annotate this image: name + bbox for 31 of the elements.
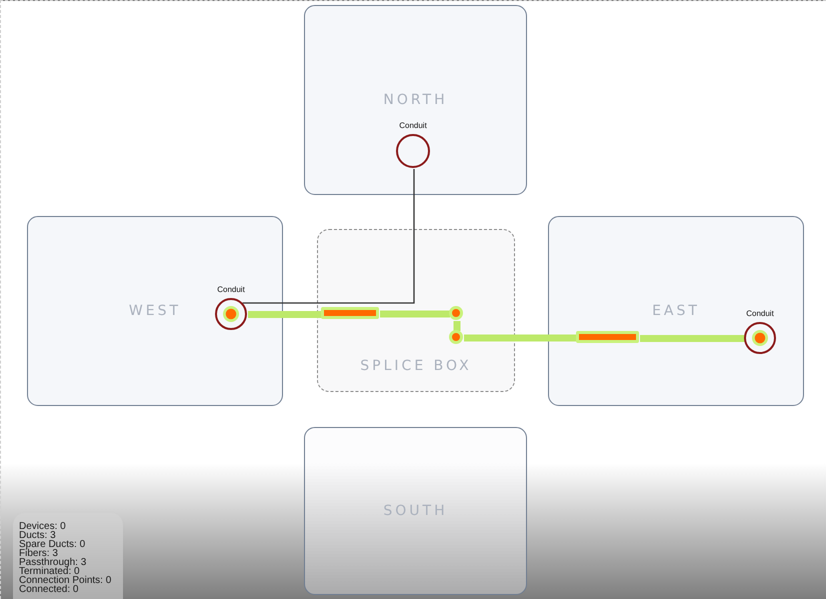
stats-line: Connected: 0: [19, 585, 80, 594]
zone-box: [548, 216, 804, 406]
duct-bar: [321, 307, 379, 319]
highlighted-route: [454, 321, 460, 331]
zone-title: SOUTH: [383, 503, 448, 519]
stats-line: Passthrough: 3: [19, 558, 88, 567]
highlighted-route: [464, 334, 577, 342]
zone-box: [304, 5, 527, 195]
junction-dot: [449, 330, 463, 344]
stats-line: Devices: 0: [19, 522, 67, 531]
fiber-line: [242, 169, 415, 304]
duct-bar: [576, 331, 639, 343]
stats-line: Fibers: 3: [19, 549, 58, 558]
splice-box-title: SPLICE BOX: [360, 358, 472, 374]
zone-box: [304, 427, 527, 595]
splice-box: [317, 229, 515, 392]
conduit-label: Conduit: [217, 285, 245, 295]
zone-title: EAST: [652, 303, 700, 319]
zone-title: NORTH: [383, 92, 448, 108]
highlighted-route: [248, 311, 322, 318]
stats-line: Terminated: 0: [19, 567, 80, 576]
zone-title: WEST: [128, 303, 182, 319]
stats-line: Ducts: 3: [19, 531, 56, 540]
highlighted-route: [640, 335, 745, 342]
stats-line: Spare Ducts: 0: [19, 540, 86, 549]
conduit-label: Conduit: [746, 309, 774, 319]
highlighted-route: [380, 310, 450, 318]
conduit-label: Conduit: [399, 121, 427, 131]
junction-dot: [449, 306, 463, 320]
stats-line: Connection Points: 0: [19, 576, 112, 585]
zone-box: [27, 216, 283, 406]
